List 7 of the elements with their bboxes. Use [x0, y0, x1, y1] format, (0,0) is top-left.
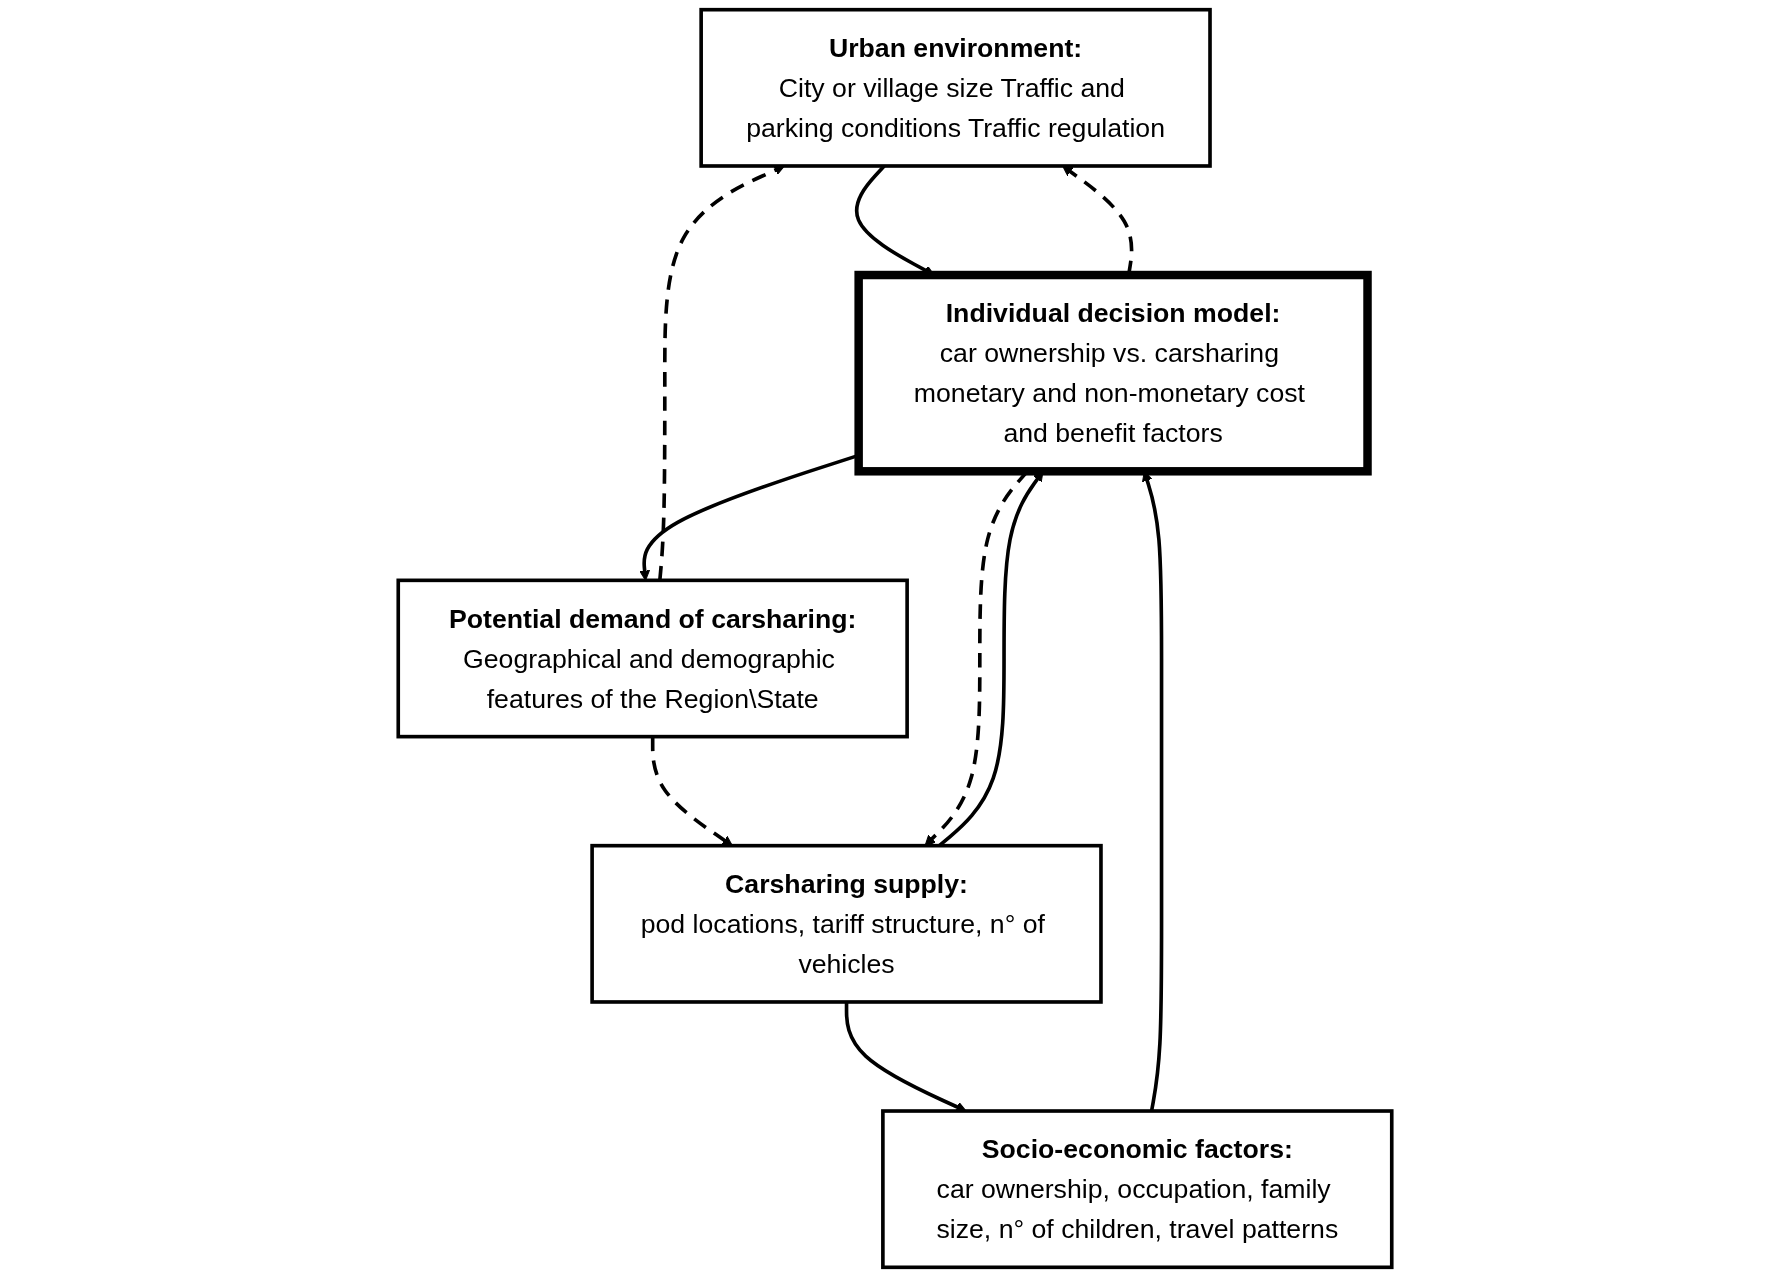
node-box: Socio-economic factors: car ownership, occupation, family size, n° of children, travel patterns	[881, 1109, 1394, 1270]
arrow	[658, 165, 785, 581]
arrow	[844, 1001, 967, 1112]
node-box: Potential demand of carsharing: Geographical and demographic features of the Region\State	[396, 578, 909, 739]
node-box: Urban environment: City or village size Traffic and parking conditions Traffic regulation	[699, 7, 1212, 168]
node-box: Individual decision model: car ownership vs. carsharing monetary and non-monetary cost and benefit factors	[854, 270, 1372, 476]
node-box: Carsharing supply: pod locations, tariff structure, n° of vehicles	[590, 843, 1103, 1004]
